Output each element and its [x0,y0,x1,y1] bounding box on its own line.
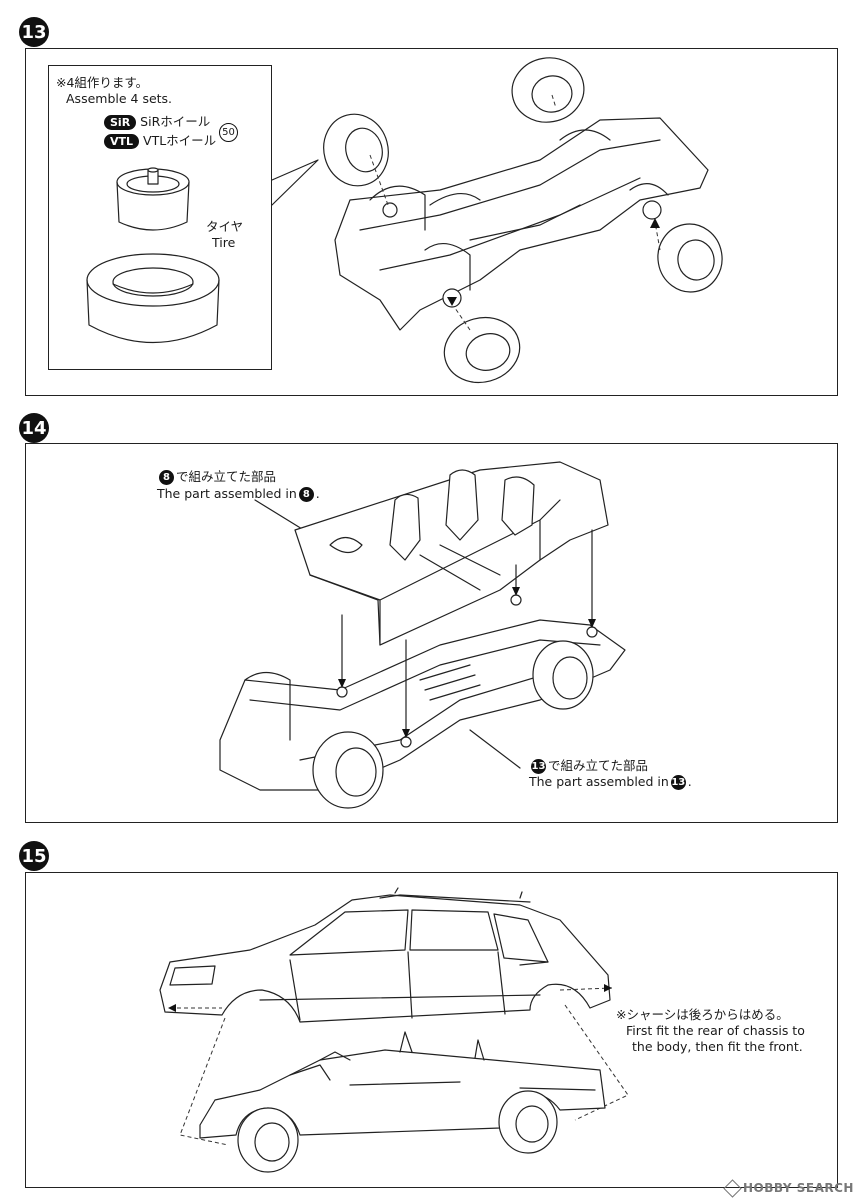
assemble-note-en: Assemble 4 sets. [66,91,173,106]
step-13-panel [25,48,838,396]
rear-left-tire [511,57,585,123]
rear-right-tire [657,223,723,293]
part-8-ref-jp: で組み立てた部品 [176,469,277,484]
chassis-rear-tire [532,640,594,710]
step-number-15: 15 [19,841,49,871]
step-14-panel [25,443,838,823]
vtl-badge: VTL [104,134,140,149]
step-number-14: 14 [19,413,49,443]
hobby-search-watermark: HOBBY SEARCH [723,1179,854,1198]
part-8-ref-badge: 8 [159,470,174,485]
chassis-front-tire [312,731,384,809]
step-number-13: 13 [19,17,49,47]
wheel-callout-box [48,65,272,370]
chassis-fit-note-en-2: the body, then fit the front. [632,1039,803,1054]
part-13-ref-jp: で組み立てた部品 [548,758,649,773]
assembly-front-tire [237,1107,299,1173]
part-13-ref-badge-en: 13 [670,775,686,790]
tire-label-jp: タイヤ [206,219,244,234]
part-13-ref-badge: 13 [531,759,546,774]
sir-badge: SiR [104,115,137,130]
front-left-tire [323,113,389,187]
part-8-ref-en: The part assembled in [157,486,297,501]
sir-wheel-label: SiRホイール [140,114,211,129]
chassis-fit-note-en-1: First fit the rear of chassis to [626,1023,805,1038]
vtl-wheel-label: VTLホイール [143,133,217,148]
watermark-text: HOBBY SEARCH [743,1181,854,1195]
assembly-rear-tire [498,1090,558,1154]
front-right-tire [443,316,521,384]
step-15-panel [25,872,838,1188]
chassis-fit-note-jp: ※シャーシは後ろからはめる。 [616,1007,789,1022]
tire-label-en: Tire [212,235,236,250]
part-8-ref-badge-en: 8 [298,487,314,502]
watermark-logo-icon [723,1179,742,1198]
assemble-note-jp: ※4組作ります。 [56,75,149,90]
part-number-50: 50 [219,123,238,142]
part-13-ref-en: The part assembled in [529,774,669,789]
